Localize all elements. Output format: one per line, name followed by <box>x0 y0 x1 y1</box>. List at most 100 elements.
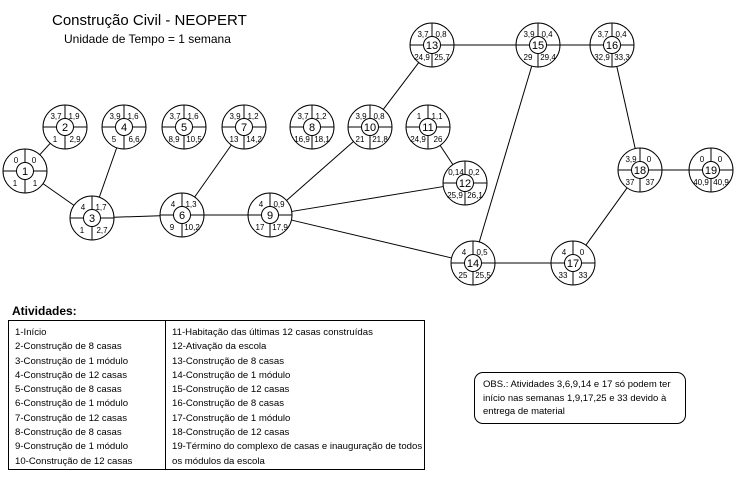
node-bottom-left-value: 1 <box>80 226 85 235</box>
node-top-left-value: 1 <box>417 112 422 121</box>
node-bottom-right-value: 33,3 <box>614 53 630 62</box>
node-bottom-left-value: 8,9 <box>168 135 180 144</box>
diagram-title: Construção Civil - NEOPERT <box>52 12 247 29</box>
node-top-right-value: 0,4 <box>541 30 553 39</box>
legend-item: 15-Construção de 12 casas <box>172 384 290 396</box>
node-bottom-left-value: 33 <box>559 271 568 280</box>
node-bottom-left-value: 16,9 <box>294 135 310 144</box>
node-id-circle <box>115 118 133 136</box>
legend-item: 13-Construção de 8 casas <box>172 355 284 367</box>
node-bottom-right-value: 33 <box>579 271 588 280</box>
legend-item: 8-Construção de 8 casas <box>15 427 122 439</box>
node-bottom-left-value: 24,9 <box>414 53 430 62</box>
node-bottom-right-value: 17,9 <box>272 223 288 232</box>
node-bottom-right-value: 25,5 <box>475 271 491 280</box>
node-id-label: 6 <box>179 210 185 222</box>
edge-9-12 <box>291 186 444 212</box>
node-bottom-right-value: 29,4 <box>540 53 556 62</box>
node-top-right-value: 1,9 <box>68 112 80 121</box>
node-id-circle <box>702 161 720 179</box>
legend-item: 10-Construção de 12 casas <box>15 455 133 467</box>
node-id-label: 12 <box>459 178 471 190</box>
node-id-circle <box>361 118 379 136</box>
node-id-label: 19 <box>705 165 717 177</box>
node-id-label: 4 <box>121 122 127 134</box>
edge-16-18 <box>616 66 636 149</box>
node-top-left-value: 0,14 <box>448 168 464 177</box>
node-id-label: 16 <box>606 40 618 52</box>
node-bottom-left-value: 5 <box>112 135 117 144</box>
node-bottom-left-value: 24,9 <box>410 135 426 144</box>
node-bottom-left-value: 32,9 <box>594 53 610 62</box>
node-id-circle <box>56 118 74 136</box>
legend-item: 14-Construção de 1 módulo <box>172 369 291 381</box>
node-bottom-right-value: 6,6 <box>128 135 140 144</box>
node-id-label: 18 <box>634 165 646 177</box>
node-id-circle <box>529 36 547 54</box>
node-16: 163,7 0,4 32,9 33,3 <box>589 22 635 68</box>
node-id-label: 1 <box>22 166 28 178</box>
node-top-right-value: 0,4 <box>615 30 627 39</box>
node-top-left-value: 3,7 <box>597 30 609 39</box>
node-bottom-right-value: 2,7 <box>96 226 108 235</box>
node-top-left-value: 3,9 <box>523 30 535 39</box>
edge-3-6 <box>113 215 161 218</box>
legend-item: 6-Construção de 1 módulo <box>15 398 129 410</box>
node-top-right-value: 0 <box>32 156 37 165</box>
edge-1-3 <box>42 183 75 206</box>
legend-item: 7-Construção de 12 casas <box>15 412 127 424</box>
legend-item: 5-Construção de 8 casas <box>15 384 122 396</box>
node-bottom-left-value: 1 <box>53 135 58 144</box>
edge-15-14 <box>478 65 533 243</box>
node-id-circle <box>456 174 474 192</box>
legend-item: 17-Construção de 1 módulo <box>172 412 291 424</box>
node-top-right-value: 0,8 <box>373 112 385 121</box>
node-top-right-value: 1,1 <box>431 112 443 121</box>
node-bottom-right-value: 25,7 <box>434 53 450 62</box>
node-bottom-right-value: 26,1 <box>467 191 483 200</box>
node-bottom-left-value: 40,9 <box>693 178 709 187</box>
node-id-label: 17 <box>567 258 579 270</box>
node-id-label: 15 <box>532 40 544 52</box>
legend-title: Atividades: <box>12 304 77 318</box>
observation-note: OBS.: Atividades 3,6,9,14 e 17 só podem … <box>474 372 686 424</box>
node-top-left-value: 4 <box>171 200 176 209</box>
legend-item: 2-Construção de 8 casas <box>15 341 122 353</box>
node-bottom-right-value: 1 <box>33 179 38 188</box>
edge-6-7 <box>194 144 232 198</box>
node-top-right-value: 0 <box>580 248 585 257</box>
node-bottom-right-value: 18,1 <box>314 135 330 144</box>
node-id-label: 14 <box>467 258 479 270</box>
node-id-circle <box>173 206 191 224</box>
node-bottom-right-value: 40,9 <box>713 178 729 187</box>
node-id-circle <box>464 254 482 272</box>
node-id-label: 3 <box>89 213 95 225</box>
legend-item: 1-Início <box>15 327 47 338</box>
node-bottom-right-value: 10,2 <box>184 223 200 232</box>
legend-item: 16-Construção de 8 casas <box>172 398 284 410</box>
node-bottom-right-value: 37 <box>646 178 655 187</box>
node-id-label: 9 <box>267 210 273 222</box>
node-id-circle <box>631 161 649 179</box>
node-id-circle <box>303 118 321 136</box>
legend-item: 9-Construção de 1 módulo <box>15 441 129 453</box>
node-top-right-value: 1,2 <box>315 112 327 121</box>
node-top-left-value: 4 <box>259 200 264 209</box>
legend-divider <box>165 321 166 469</box>
edge-11-12 <box>439 145 454 165</box>
edge-3-4 <box>98 147 118 198</box>
node-bottom-left-value: 17 <box>256 223 265 232</box>
node-id-label: 13 <box>426 40 438 52</box>
node-top-left-value: 4 <box>81 203 86 212</box>
edge-10-13 <box>382 62 420 110</box>
